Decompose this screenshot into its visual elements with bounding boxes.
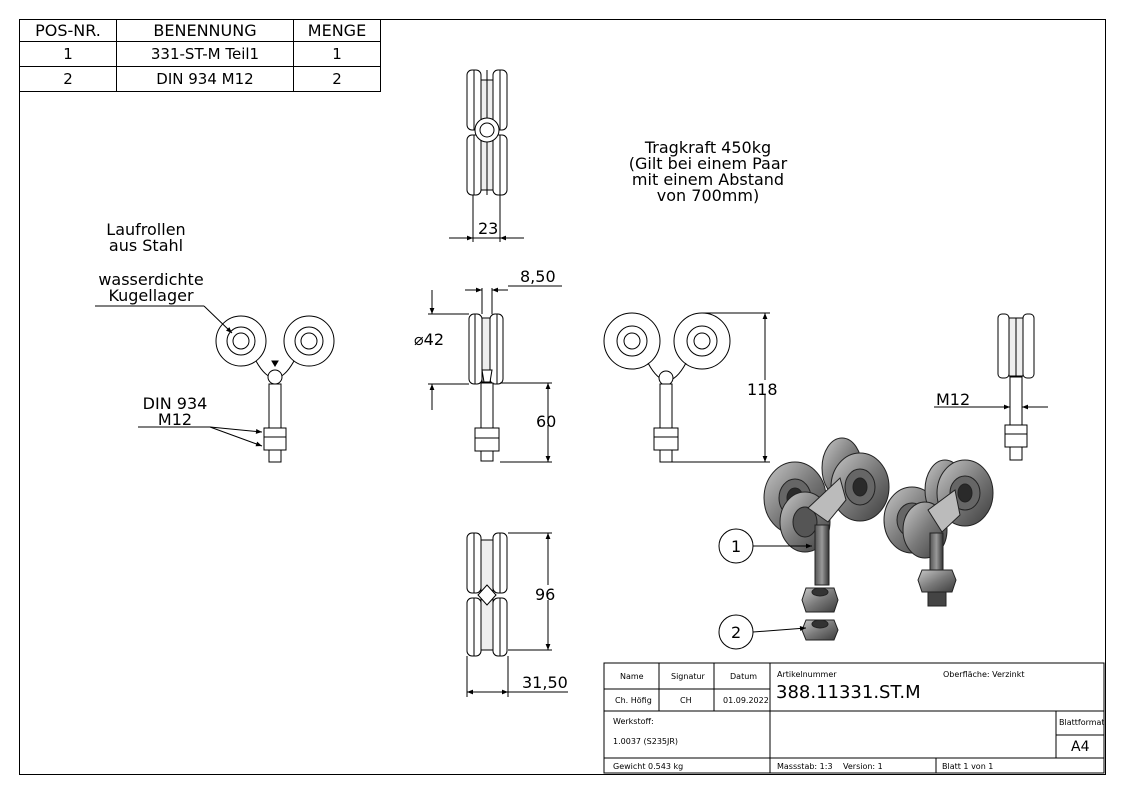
tb-scale: Massstab: 1:3 bbox=[777, 762, 833, 771]
dim-thread: M12 bbox=[936, 390, 971, 409]
tb-version: Version: 1 bbox=[843, 762, 883, 771]
bearing-note: wasserdichte Kugellager bbox=[88, 272, 214, 304]
tb-article-number: 388.11331.ST.M bbox=[776, 682, 921, 703]
tb-name-label: Name bbox=[620, 672, 644, 681]
bearing-line-2: Kugellager bbox=[108, 286, 194, 305]
front-view-dimensioned bbox=[603, 312, 770, 463]
load-capacity-note: Tragkraft 450kg (Gilt bei einem Paar mit… bbox=[608, 140, 808, 204]
tb-weight: Gewicht 0.543 kg bbox=[613, 762, 684, 771]
tb-material: 1.0037 (S235JR) bbox=[613, 737, 679, 746]
dim-plate: 8,50 bbox=[520, 267, 556, 286]
title-block-lines bbox=[603, 662, 1105, 774]
din-note: DIN 934 M12 bbox=[132, 396, 218, 428]
row-quantity: 2 bbox=[293, 66, 381, 92]
rollers-note: Laufrollen aus Stahl bbox=[86, 222, 206, 254]
isometric-view-2 bbox=[883, 459, 994, 607]
side-view bbox=[428, 285, 562, 463]
tb-date: 01.09.2022 bbox=[723, 696, 769, 705]
drawing-frame bbox=[19, 19, 1106, 775]
row-quantity: 1 bbox=[293, 41, 381, 67]
dim-height: 118 bbox=[747, 380, 778, 399]
tb-signature: CH bbox=[680, 696, 692, 705]
header-quantity: MENGE bbox=[293, 19, 381, 42]
balloon-group bbox=[718, 528, 812, 650]
row-pos: 2 bbox=[19, 66, 117, 92]
tb-material-label: Werkstoff: bbox=[613, 717, 654, 726]
tb-sheet: Blatt 1 von 1 bbox=[942, 762, 994, 771]
tb-article-label: Artikelnummer bbox=[777, 670, 837, 679]
table-row: 1 331-ST-M Teil1 1 bbox=[19, 41, 381, 67]
din-line-1: DIN 934 bbox=[142, 394, 208, 413]
bottom-view bbox=[466, 532, 568, 697]
isometric-view-1 bbox=[763, 437, 890, 641]
rollers-line-1: Laufrollen bbox=[106, 220, 186, 239]
top-view bbox=[449, 69, 524, 242]
load-line-2: (Gilt bei einem Paar bbox=[628, 154, 788, 173]
tb-signature-label: Signatur bbox=[671, 672, 705, 681]
tb-format: A4 bbox=[1071, 739, 1090, 755]
front-view-annotated bbox=[95, 305, 335, 463]
din-line-2: M12 bbox=[157, 410, 193, 429]
row-designation: 331-ST-M Teil1 bbox=[116, 41, 294, 67]
load-line-3: mit einem Abstand bbox=[631, 170, 785, 189]
table-row: 2 DIN 934 M12 2 bbox=[19, 66, 381, 92]
tb-surface: Oberfläche: Verzinkt bbox=[943, 670, 1025, 679]
tb-name: Ch. Höfig bbox=[615, 696, 652, 705]
tb-format-label: Blattformat bbox=[1059, 718, 1105, 727]
load-line-4: von 700mm) bbox=[656, 186, 760, 205]
parts-list-table: POS-NR. BENENNUNG MENGE 1 331-ST-M Teil1… bbox=[19, 19, 381, 92]
dim-bottom-height: 96 bbox=[535, 585, 556, 604]
balloon-1: 1 bbox=[731, 537, 742, 556]
bearing-line-1: wasserdichte bbox=[98, 270, 204, 289]
load-line-1: Tragkraft 450kg bbox=[644, 138, 772, 157]
row-pos: 1 bbox=[19, 41, 117, 67]
side-view-small bbox=[934, 313, 1048, 461]
tb-date-label: Datum bbox=[730, 672, 758, 681]
balloon-2: 2 bbox=[731, 623, 742, 642]
rollers-line-2: aus Stahl bbox=[108, 236, 184, 255]
dim-diameter: ⌀42 bbox=[414, 330, 444, 349]
dim-shaft: 60 bbox=[536, 412, 557, 431]
dim-top-width: 23 bbox=[478, 219, 499, 238]
dim-bottom-width: 31,50 bbox=[522, 673, 568, 692]
